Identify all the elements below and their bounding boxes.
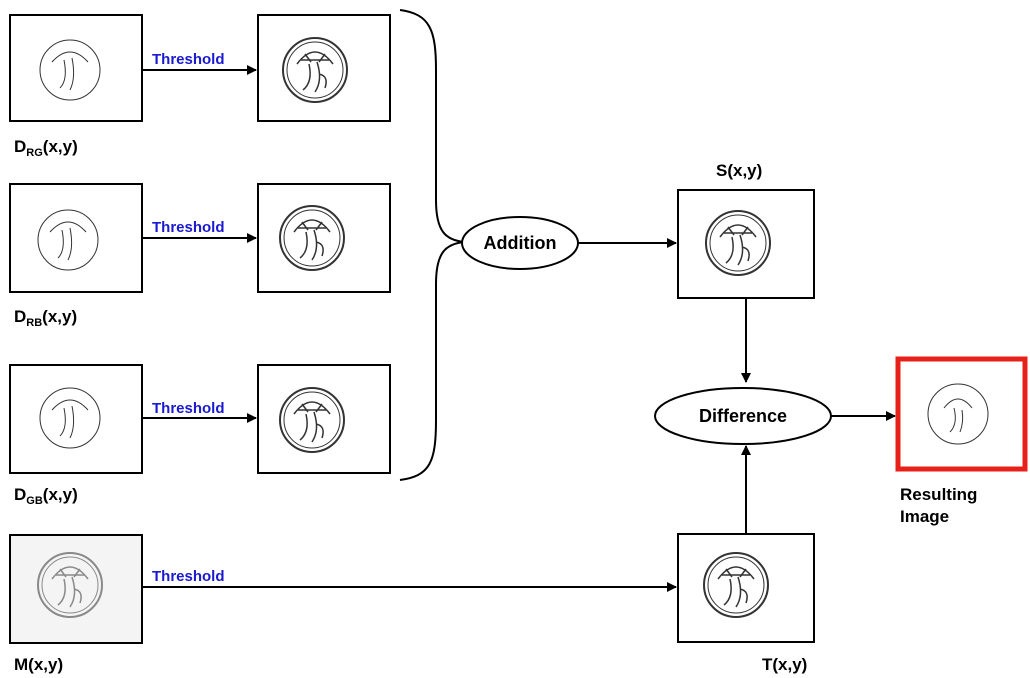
threshold-label-2: Threshold bbox=[152, 219, 225, 236]
threshold-label-3: Threshold bbox=[152, 400, 225, 417]
input-label-drg: DRG(x,y) bbox=[14, 137, 78, 159]
input-label-m: M(x,y) bbox=[14, 655, 63, 674]
input-label-dgb: DGB(x,y) bbox=[14, 485, 78, 507]
input-image-drb bbox=[9, 183, 143, 293]
result-image bbox=[895, 356, 1028, 472]
result-label: Resulting Image bbox=[900, 485, 982, 526]
addition-label: Addition bbox=[484, 233, 557, 253]
input-image-drg bbox=[9, 14, 143, 122]
threshold-label-4: Threshold bbox=[152, 568, 225, 585]
t-image bbox=[677, 533, 815, 643]
difference-label: Difference bbox=[699, 406, 787, 426]
threshold-label-1: Threshold bbox=[152, 51, 225, 68]
curly-brace bbox=[399, 9, 465, 481]
sum-label: S(x,y) bbox=[716, 161, 762, 180]
input-label-drb: DRB(x,y) bbox=[14, 307, 77, 329]
input-image-dgb bbox=[9, 364, 143, 474]
thresholded-image-dgb bbox=[257, 364, 391, 474]
thresholded-image-drb bbox=[257, 183, 391, 293]
thresholded-image-drg bbox=[257, 14, 391, 122]
input-image-m bbox=[9, 534, 143, 644]
t-label: T(x,y) bbox=[762, 655, 807, 674]
sum-image bbox=[677, 189, 815, 299]
